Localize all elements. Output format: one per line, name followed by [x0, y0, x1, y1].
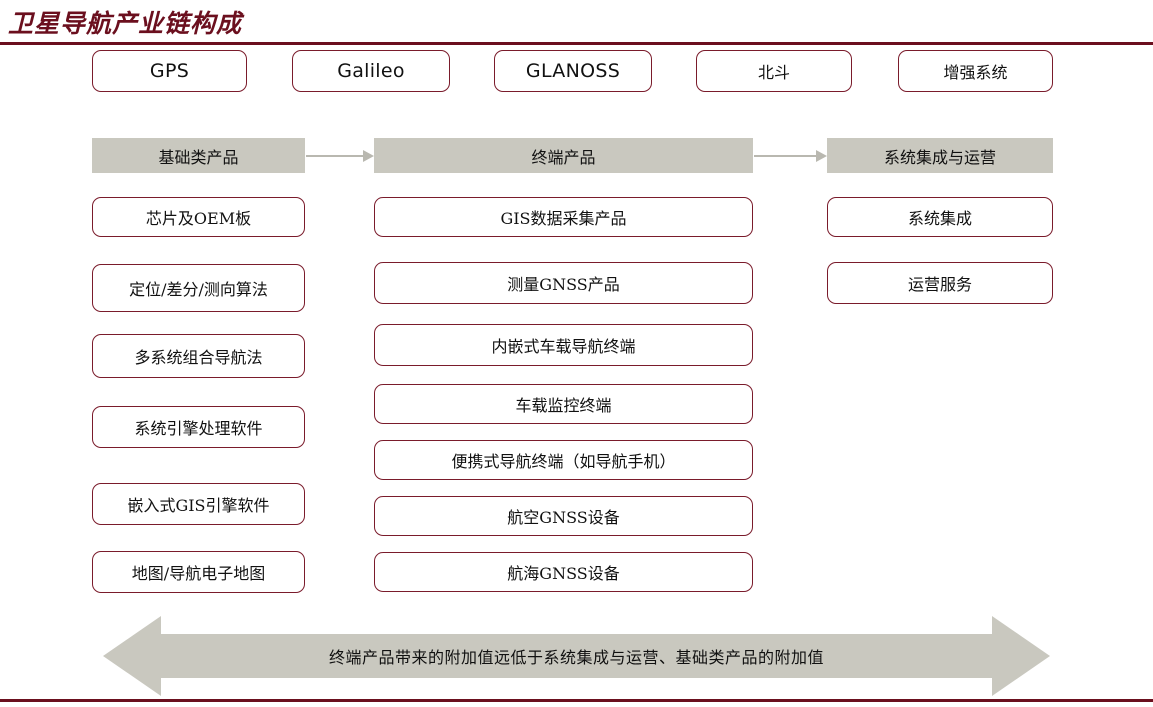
footer-divider	[0, 699, 1153, 702]
page-title: 卫星导航产业链构成	[8, 9, 243, 38]
title-divider	[0, 42, 1153, 45]
category-band-terminal: 终端产品	[374, 138, 753, 173]
system-box-beidou[interactable]: 北斗	[696, 50, 852, 92]
double-arrow-icon	[103, 616, 1050, 696]
value-comparison-label: 终端产品带来的附加值远低于系统集成与运营、基础类产品的附加值	[328, 648, 824, 667]
terminal-item-aviation-gnss[interactable]: 航空GNSS设备	[374, 496, 753, 536]
basic-item-engine-software[interactable]: 系统引擎处理软件	[92, 406, 305, 448]
category-band-integration: 系统集成与运营	[827, 138, 1053, 173]
terminal-item-portable-nav[interactable]: 便携式导航终端（如导航手机）	[374, 440, 753, 480]
basic-item-multisystem-nav[interactable]: 多系统组合导航法	[92, 334, 305, 378]
arrow-head-icon	[816, 150, 827, 162]
connector-shaft	[754, 155, 816, 157]
integration-item-operation-service[interactable]: 运营服务	[827, 262, 1053, 304]
arrow-head-icon	[363, 150, 374, 162]
basic-item-gis-engine[interactable]: 嵌入式GIS引擎软件	[92, 483, 305, 525]
connector-arrow-basic-to-terminal	[306, 148, 374, 164]
system-box-augmentation[interactable]: 增强系统	[898, 50, 1053, 92]
connector-arrow-terminal-to-integration	[754, 148, 827, 164]
category-band-basic: 基础类产品	[92, 138, 305, 173]
integration-item-system-integration[interactable]: 系统集成	[827, 197, 1053, 237]
basic-item-positioning-algo[interactable]: 定位/差分/测向算法	[92, 264, 305, 312]
terminal-item-embedded-vehicle-nav[interactable]: 内嵌式车载导航终端	[374, 324, 753, 366]
terminal-item-vehicle-monitor[interactable]: 车载监控终端	[374, 384, 753, 424]
terminal-item-marine-gnss[interactable]: 航海GNSS设备	[374, 552, 753, 592]
connector-shaft	[306, 155, 363, 157]
system-box-glanoss[interactable]: GLANOSS	[494, 50, 652, 92]
terminal-item-gis-collection[interactable]: GIS数据采集产品	[374, 197, 753, 237]
basic-item-map-data[interactable]: 地图/导航电子地图	[92, 551, 305, 593]
terminal-item-survey-gnss[interactable]: 测量GNSS产品	[374, 262, 753, 304]
system-box-gps[interactable]: GPS	[92, 50, 247, 92]
value-comparison-banner: 终端产品带来的附加值远低于系统集成与运营、基础类产品的附加值	[103, 616, 1050, 696]
basic-item-chip-oem[interactable]: 芯片及OEM板	[92, 197, 305, 237]
system-box-galileo[interactable]: Galileo	[292, 50, 450, 92]
